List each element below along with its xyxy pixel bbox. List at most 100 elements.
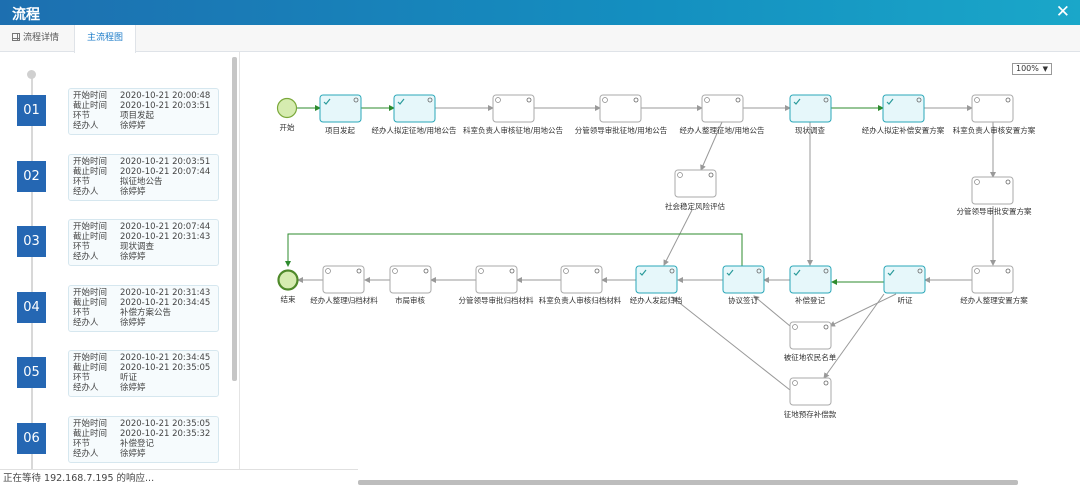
- check-icon: [323, 98, 331, 105]
- handler: 徐婷婷: [120, 121, 146, 131]
- clock-icon: [563, 268, 569, 274]
- user-icon: [823, 324, 829, 330]
- task-node[interactable]: 经办人整理归档材料: [310, 265, 378, 305]
- stage-label: 环节: [73, 111, 91, 121]
- user-icon: [594, 268, 600, 274]
- step-number: 03: [17, 226, 46, 257]
- tab-main-flowchart[interactable]: 主流程图: [74, 25, 136, 53]
- check-icon: [886, 98, 894, 105]
- grid-icon: [12, 33, 20, 41]
- task-node[interactable]: 听证: [883, 265, 926, 305]
- end-time: 2020-10-21 20:34:45: [120, 298, 211, 308]
- check-icon: [397, 98, 405, 105]
- clock-icon: [792, 380, 798, 386]
- task-node[interactable]: 科室负责人审核征地/用地公告: [463, 94, 564, 135]
- start-time-label: 开始时间: [73, 419, 108, 429]
- stage-label: 环节: [73, 308, 91, 318]
- end-time: 2020-10-21 20:35:32: [120, 429, 211, 439]
- task-node[interactable]: 被征地农民名单: [784, 321, 837, 362]
- task-node[interactable]: 经办人整理安置方案: [960, 265, 1028, 305]
- handler-label: 经办人: [73, 449, 99, 459]
- user-icon: [633, 97, 639, 103]
- timeline-line: [31, 74, 33, 469]
- task-node[interactable]: 经办人整理征地/用地公告: [679, 94, 765, 135]
- task-node[interactable]: 经办人拟定补偿安置方案: [862, 94, 945, 135]
- flow-edges: [285, 105, 996, 391]
- handler: 徐婷婷: [120, 449, 146, 459]
- canvas-scrollbar[interactable]: [358, 480, 1018, 485]
- task-node[interactable]: 协议签订: [722, 265, 765, 305]
- user-icon: [1005, 97, 1011, 103]
- task-label: 经办人发起归档: [630, 295, 683, 305]
- task-node[interactable]: 经办人发起归档: [630, 265, 683, 305]
- user-icon: [509, 268, 515, 274]
- user-icon: [526, 97, 532, 103]
- tab-bar: 流程详情 主流程图: [0, 25, 1080, 53]
- end-time-label: 截止时间: [73, 363, 108, 373]
- clock-icon: [495, 97, 501, 103]
- step-number: 05: [17, 357, 46, 388]
- clock-icon: [974, 268, 980, 274]
- edge: [829, 293, 897, 327]
- task-label: 分管领导审批安置方案: [957, 206, 1032, 216]
- close-icon[interactable]: ✕: [1055, 2, 1070, 22]
- clock-icon: [478, 268, 484, 274]
- end-event[interactable]: [277, 269, 299, 291]
- handler: 徐婷婷: [120, 252, 146, 262]
- flowchart-canvas: 开始 结束 项目发起 经办人拟定征地/用地公告 科室负责人审核征地/用地公告 分…: [276, 94, 1036, 419]
- clock-icon: [677, 172, 683, 178]
- task-label: 经办人整理征地/用地公告: [679, 125, 765, 135]
- task-label: 听证: [898, 296, 913, 305]
- task-node[interactable]: 科室负责人审核归档材料: [539, 265, 622, 305]
- task-node[interactable]: 市局审核: [389, 265, 432, 305]
- handler: 徐婷婷: [120, 187, 146, 197]
- tab-process-details[interactable]: 流程详情: [0, 25, 74, 52]
- task-node[interactable]: 分管领导审批安置方案: [957, 176, 1032, 216]
- check-icon: [887, 269, 895, 276]
- edge: [663, 209, 693, 266]
- task-node[interactable]: 现状调查: [789, 94, 832, 135]
- task-node[interactable]: 分管领导审批征地/用地公告: [575, 94, 668, 135]
- handler-label: 经办人: [73, 187, 99, 197]
- task-node[interactable]: 项目发起: [319, 94, 362, 135]
- task-label: 科室负责人审核安置方案: [953, 125, 1036, 135]
- stage: 拟征地公告: [120, 177, 163, 187]
- end-time-label: 截止时间: [73, 298, 108, 308]
- handler-label: 经办人: [73, 121, 99, 131]
- task-node[interactable]: 补偿登记: [789, 265, 832, 305]
- check-icon: [793, 269, 801, 276]
- edge: [671, 296, 791, 391]
- zoom-value: 100%: [1016, 64, 1039, 73]
- task-node[interactable]: 经办人拟定征地/用地公告: [371, 94, 457, 135]
- start-time-label: 开始时间: [73, 222, 108, 232]
- stage-label: 环节: [73, 177, 91, 187]
- start-event[interactable]: [276, 97, 298, 119]
- stage-label: 环节: [73, 439, 91, 449]
- task-node[interactable]: 社会稳定风险评估: [665, 169, 725, 211]
- end-time-label: 截止时间: [73, 101, 108, 111]
- step-number: 04: [17, 292, 46, 323]
- task-node[interactable]: 科室负责人审核安置方案: [953, 94, 1036, 135]
- task-node[interactable]: 分管领导审批归档材料: [459, 265, 534, 305]
- user-icon: [423, 268, 429, 274]
- stage: 现状调查: [120, 242, 155, 252]
- handler-label: 经办人: [73, 252, 99, 262]
- window-title: 流程: [12, 7, 40, 23]
- handler: 徐婷婷: [120, 383, 146, 393]
- clock-icon: [792, 324, 798, 330]
- step-number: 02: [17, 161, 46, 192]
- task-label: 科室负责人审核征地/用地公告: [463, 125, 564, 135]
- timeline-scrollbar[interactable]: [232, 57, 237, 381]
- edge: [285, 233, 743, 267]
- task-node[interactable]: 征地预存补偿款: [784, 377, 837, 419]
- zoom-select[interactable]: 100% ▼: [1012, 63, 1052, 75]
